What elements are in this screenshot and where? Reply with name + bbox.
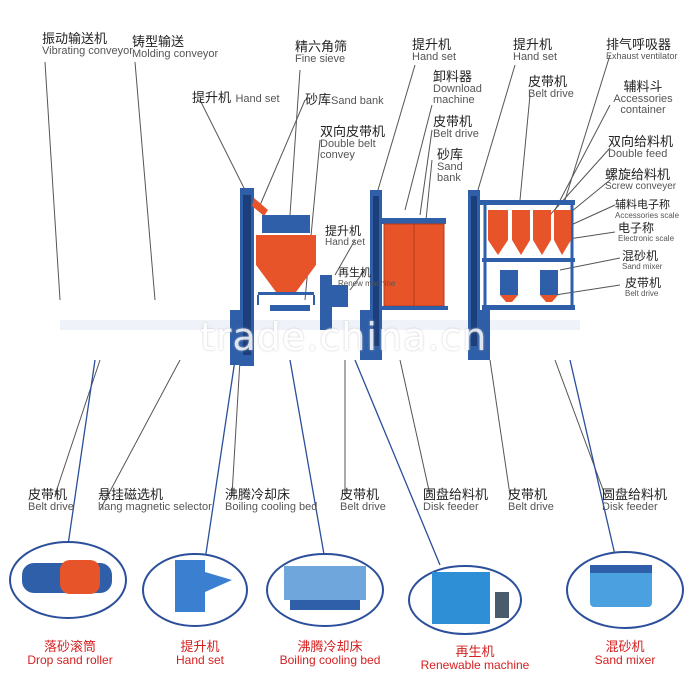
photo-leaders: [67, 359, 616, 566]
renew-machine: [320, 275, 348, 330]
elevator-2: [370, 190, 382, 360]
lower-shafts: [60, 310, 580, 365]
elevator-1: [240, 188, 268, 366]
hopper-unit-1: [256, 215, 316, 311]
photo-drop-sand-roller: [9, 541, 127, 619]
sand-bank: [380, 218, 448, 310]
photo-renewable-machine: [408, 565, 522, 635]
mixer-frame: [480, 200, 575, 310]
photo-sand-mixer: [566, 551, 684, 629]
leader-lines: [44, 54, 621, 511]
photo-hand-set: [142, 553, 248, 627]
label-sand-bank-1: 砂库Sand bank: [305, 92, 384, 107]
photo-boiling-cooling-bed: [266, 553, 384, 627]
watermark: trade.china.cn: [200, 315, 488, 359]
label-hand-set-1: 提升机 Hand set: [192, 90, 280, 105]
elevator-3: [468, 190, 480, 360]
